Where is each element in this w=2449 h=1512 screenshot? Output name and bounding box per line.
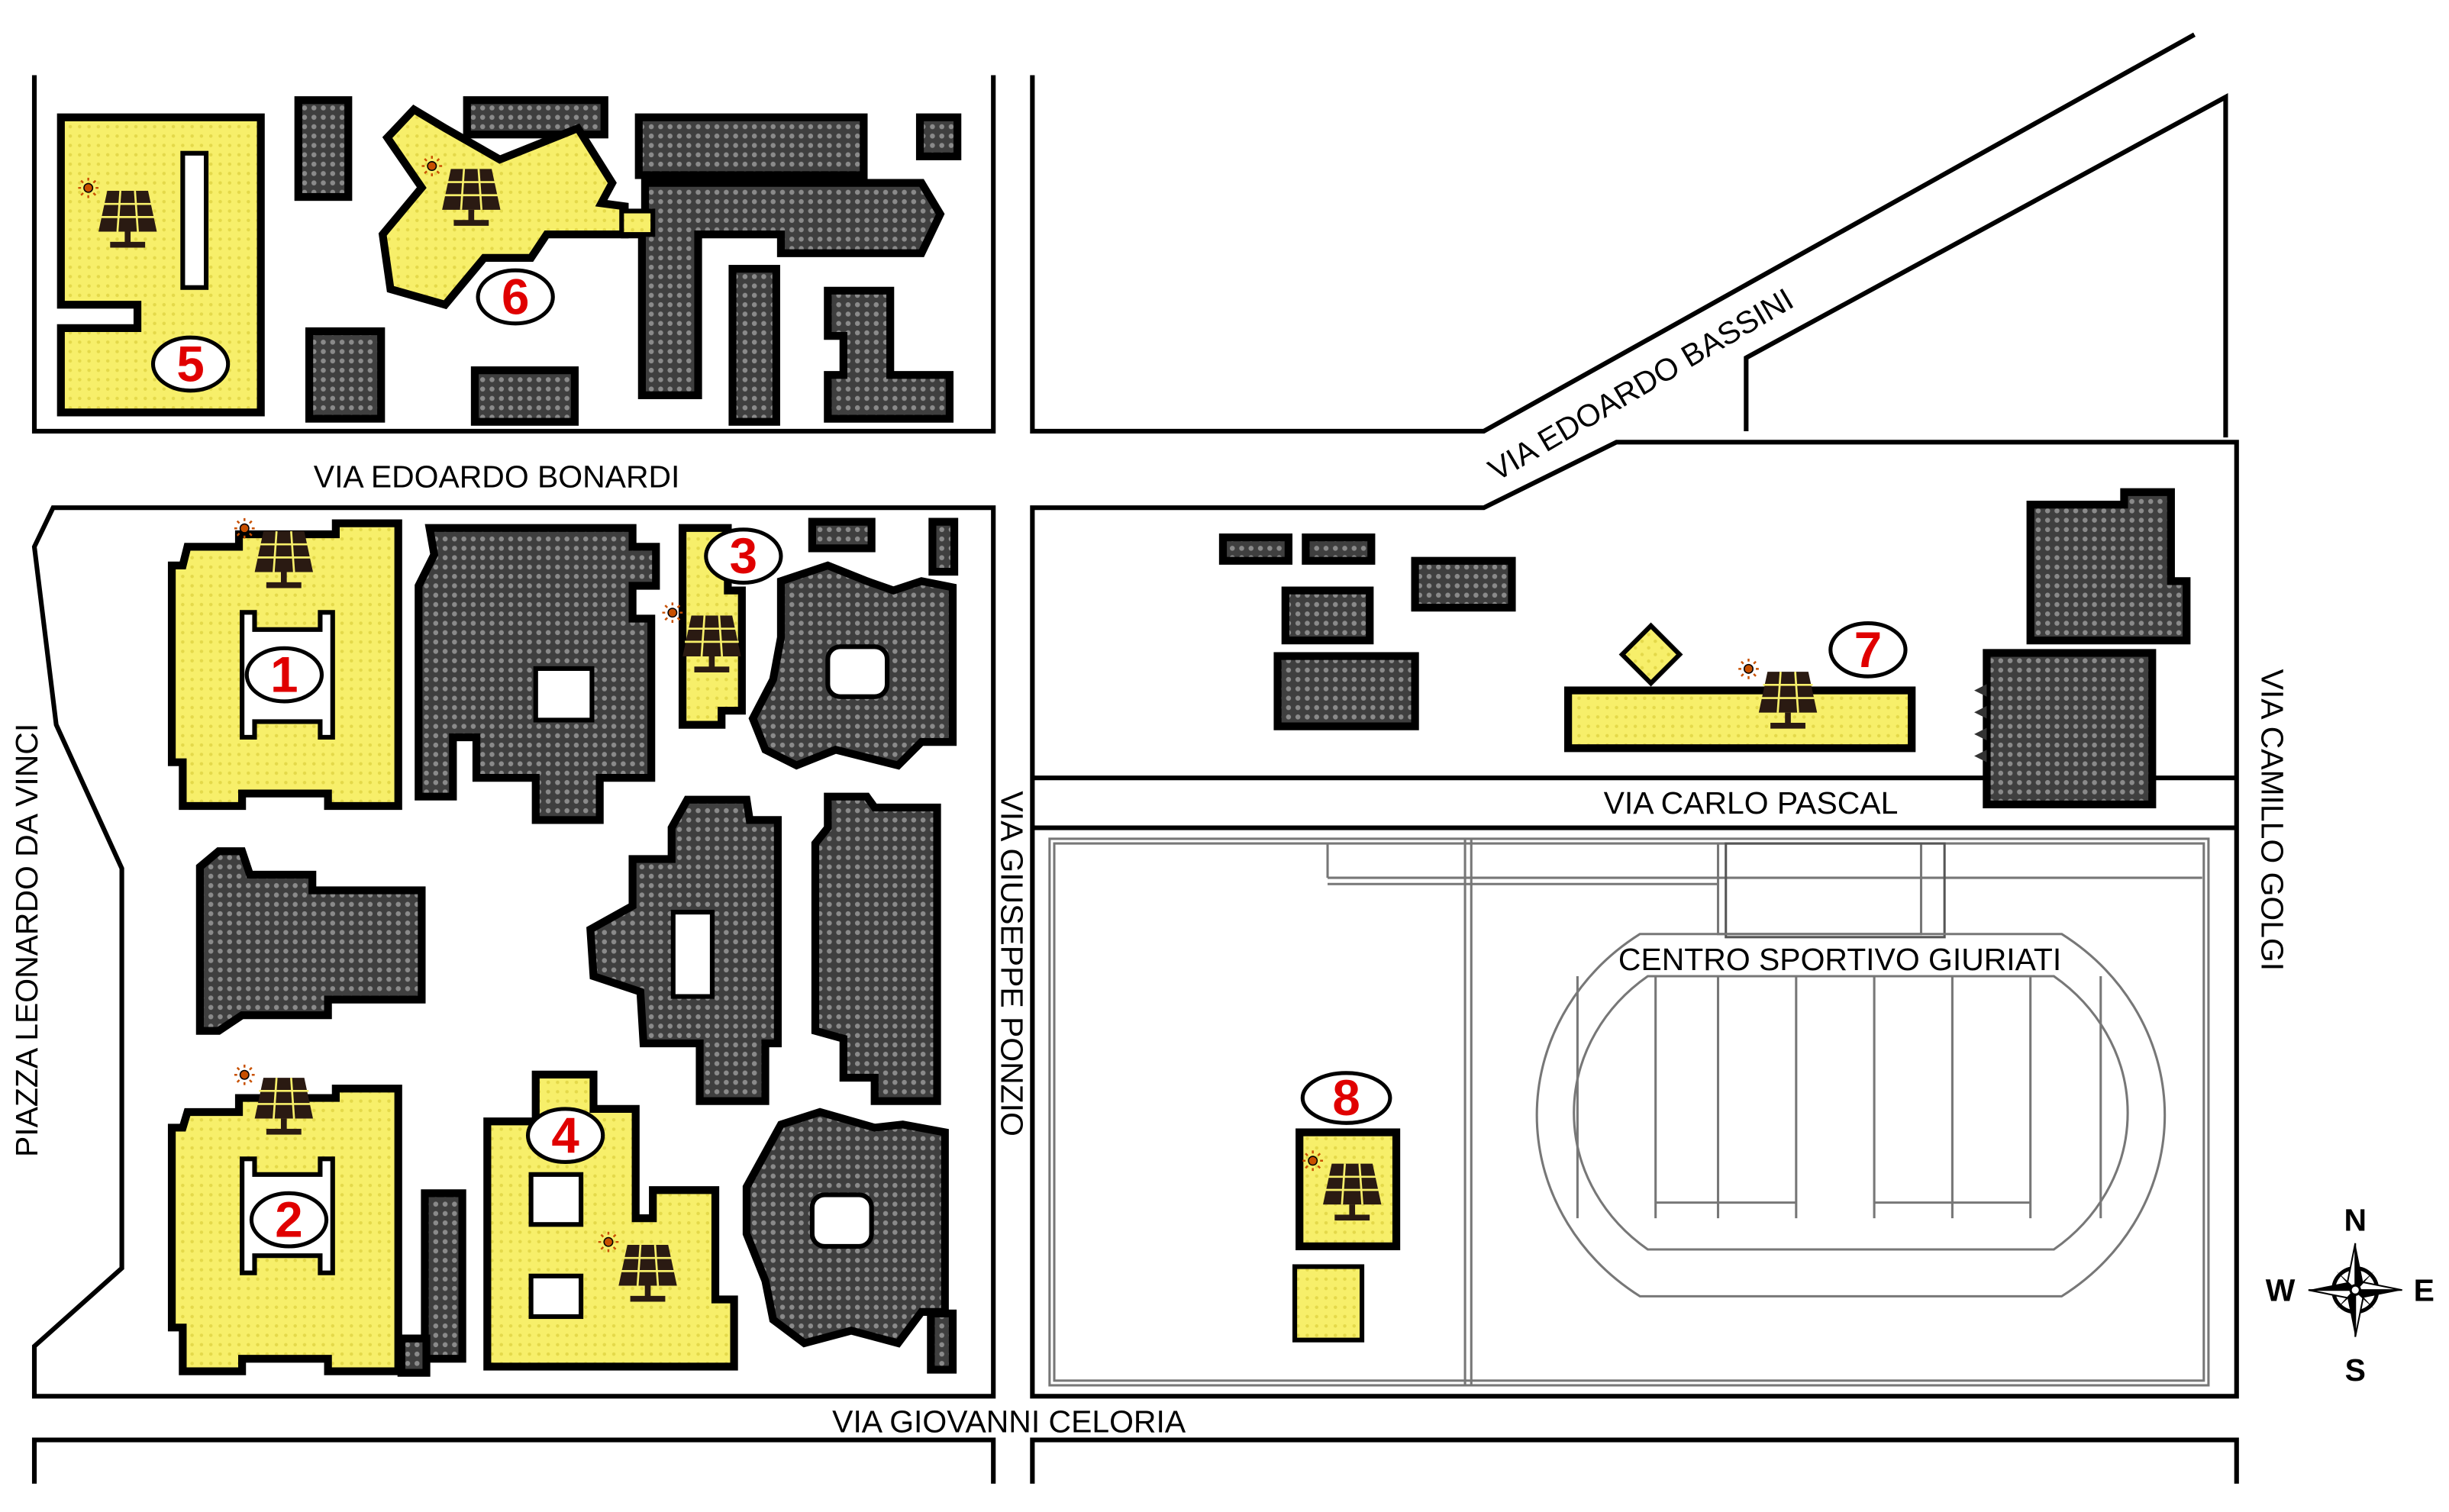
building-number: 3 (730, 528, 757, 584)
street-label-via-ponzio: VIA GIUSEPPE PONZIO (994, 791, 1029, 1136)
street-label-via-bonardi: VIA EDOARDO BONARDI (314, 459, 680, 495)
building-number: 6 (502, 269, 529, 325)
label-oval (525, 1107, 605, 1164)
sports-center-lines (1048, 837, 2210, 1387)
block-outlines (31, 32, 2239, 1484)
label-oval (704, 527, 783, 585)
label-oval (249, 1191, 329, 1249)
building-number: 4 (551, 1107, 579, 1163)
compass-south: S (2345, 1352, 2366, 1388)
label-oval (476, 268, 555, 326)
compass-rose-icon: N S E W (2266, 1202, 2434, 1387)
compass-west: W (2266, 1273, 2296, 1308)
label-oval (244, 646, 324, 704)
other-buildings (195, 96, 2191, 1377)
building-number: 2 (275, 1192, 302, 1248)
pv-buildings (56, 104, 1916, 1375)
compass-north: N (2344, 1202, 2367, 1237)
place-label-sports-center: CENTRO SPORTIVO GIURIATI (1618, 942, 2061, 977)
compass-east: E (2414, 1273, 2434, 1308)
pv-building-7 (1563, 686, 1916, 753)
building-number: 8 (1332, 1070, 1360, 1126)
street-label-piazza-da-vinci: PIAZZA LEONARDO DA VINCI (9, 724, 44, 1157)
building-number: 7 (1854, 622, 1882, 678)
street-label-via-pascal: VIA CARLO PASCAL (1604, 785, 1899, 820)
street-label-via-bassini: VIA EDOARDO BASSINI (1483, 282, 1799, 488)
label-oval (150, 335, 231, 393)
label-oval (1828, 621, 1908, 679)
building-number: 5 (176, 336, 204, 392)
pv-building-4 (483, 1070, 738, 1371)
street-label-via-celoria: VIA GIOVANNI CELORIA (832, 1404, 1186, 1439)
street-label-via-golgi: VIA CAMILLO GOLGI (2254, 669, 2289, 972)
pv-building-6 (378, 104, 629, 310)
building-number: 1 (270, 647, 298, 703)
label-oval (1300, 1071, 1392, 1125)
building-number-labels: 5 6 1 3 2 4 7 8 (150, 268, 1908, 1249)
triangle-marks (1974, 684, 1987, 762)
